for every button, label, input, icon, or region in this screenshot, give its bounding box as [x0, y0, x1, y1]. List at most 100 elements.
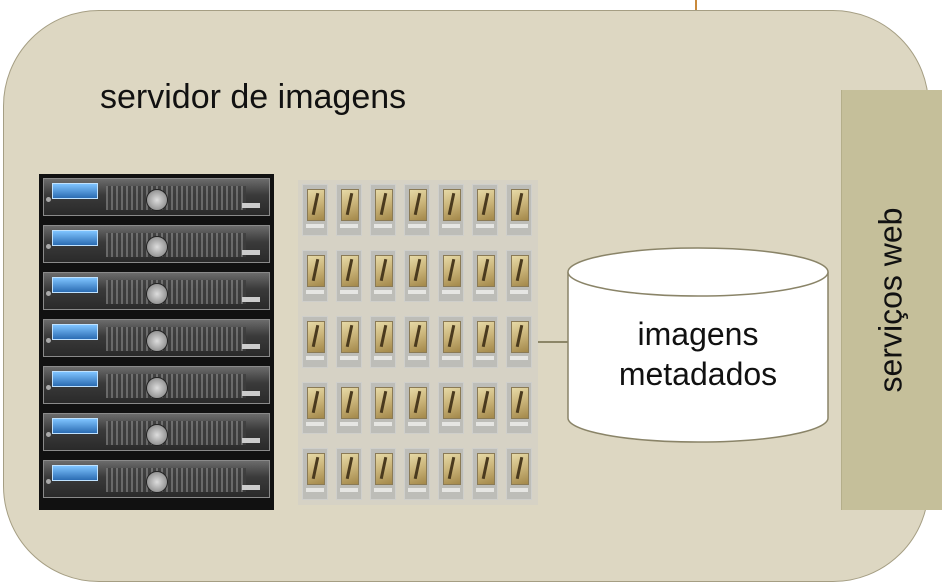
- server-unit-bezel: [52, 371, 98, 387]
- specimen-sheet: [443, 255, 461, 287]
- specimen-sheet: [375, 189, 393, 221]
- thumbnail-caption: [374, 356, 392, 360]
- specimen-sheet: [307, 255, 325, 287]
- specimen-sheet: [307, 189, 325, 221]
- thumbnail-caption: [306, 488, 324, 492]
- specimen-sheet: [375, 255, 393, 287]
- server-unit-screw: [46, 197, 51, 202]
- specimen-thumbnail: [472, 250, 498, 302]
- server-unit-knob: [146, 330, 168, 352]
- specimen-sheet: [341, 255, 359, 287]
- specimen-thumbnail: [438, 382, 464, 434]
- thumbnail-caption: [408, 422, 426, 426]
- server-unit-vent: [106, 280, 246, 304]
- specimen-thumbnail: [302, 448, 328, 500]
- thumbnail-caption: [510, 488, 528, 492]
- specimen-thumbnail: [302, 316, 328, 368]
- specimen-sheet: [511, 189, 529, 221]
- specimen-thumbnail: [404, 316, 430, 368]
- thumbnail-caption: [476, 356, 494, 360]
- specimen-thumbnail: [336, 316, 362, 368]
- server-unit-bezel: [52, 277, 98, 293]
- server-unit-bezel: [52, 465, 98, 481]
- specimen-sheet: [477, 321, 495, 353]
- image-server-title: servidor de imagens: [100, 78, 407, 116]
- specimen-sheet: [307, 321, 325, 353]
- specimen-sheet: [307, 387, 325, 419]
- server-unit-knob: [146, 189, 168, 211]
- thumbnail-caption: [340, 290, 358, 294]
- thumbnail-caption: [442, 488, 460, 492]
- thumbnail-caption: [442, 422, 460, 426]
- server-unit: [43, 460, 270, 498]
- specimen-thumbnail: [302, 250, 328, 302]
- specimen-sheet: [375, 387, 393, 419]
- server-unit-led: [242, 485, 260, 490]
- specimen-sheet: [511, 387, 529, 419]
- thumbnail-caption: [374, 488, 392, 492]
- specimen-thumbnail: [506, 250, 532, 302]
- thumbnail-caption: [306, 224, 324, 228]
- specimen-sheet: [443, 321, 461, 353]
- specimen-sheet: [477, 387, 495, 419]
- server-unit-led: [242, 297, 260, 302]
- specimen-sheet: [477, 255, 495, 287]
- specimen-thumbnail: [370, 250, 396, 302]
- server-unit: [43, 225, 270, 263]
- web-services-label: serviços web: [872, 207, 909, 393]
- server-unit-screw: [46, 432, 51, 437]
- specimen-thumbnail: [404, 250, 430, 302]
- thumbnail-caption: [340, 224, 358, 228]
- specimen-thumbnail: [302, 382, 328, 434]
- database-label-line1: imagens: [637, 316, 759, 352]
- server-unit-led: [242, 203, 260, 208]
- specimen-sheet: [443, 387, 461, 419]
- specimen-sheet: [409, 387, 427, 419]
- specimen-thumbnail: [404, 184, 430, 236]
- connector-line-thumbs-db: [538, 341, 570, 343]
- specimen-thumbnail: [472, 184, 498, 236]
- specimen-sheet: [409, 321, 427, 353]
- specimen-sheet: [341, 453, 359, 485]
- thumbnail-caption: [476, 488, 494, 492]
- server-unit-vent: [106, 233, 246, 257]
- specimen-sheet: [443, 453, 461, 485]
- specimen-thumbnail: [370, 184, 396, 236]
- server-unit-bezel: [52, 183, 98, 199]
- specimen-thumbnail: [302, 184, 328, 236]
- server-unit-knob: [146, 471, 168, 493]
- thumbnail-caption: [510, 224, 528, 228]
- server-unit-led: [242, 438, 260, 443]
- server-unit: [43, 366, 270, 404]
- server-unit-vent: [106, 468, 246, 492]
- specimen-sheet: [511, 255, 529, 287]
- specimen-thumbnail: [506, 382, 532, 434]
- specimen-thumbnail: [438, 250, 464, 302]
- specimen-thumbnail: [472, 316, 498, 368]
- specimen-thumbnail: [336, 184, 362, 236]
- thumbnail-caption: [408, 224, 426, 228]
- specimen-sheet: [511, 453, 529, 485]
- server-unit-bezel: [52, 230, 98, 246]
- specimen-sheet: [341, 387, 359, 419]
- server-unit-screw: [46, 385, 51, 390]
- server-unit-vent: [106, 186, 246, 210]
- server-unit-knob: [146, 236, 168, 258]
- specimen-sheet: [511, 321, 529, 353]
- server-unit-led: [242, 391, 260, 396]
- server-unit-screw: [46, 291, 51, 296]
- server-unit-screw: [46, 479, 51, 484]
- thumbnail-caption: [306, 290, 324, 294]
- database-label-line2: metadados: [618, 356, 778, 392]
- specimen-thumbnail: [336, 382, 362, 434]
- specimen-thumbnail: [404, 448, 430, 500]
- server-unit-vent: [106, 421, 246, 445]
- thumbnail-caption: [510, 290, 528, 294]
- specimen-thumbnail: [506, 184, 532, 236]
- server-unit-bezel: [52, 418, 98, 434]
- thumbnail-caption: [374, 224, 392, 228]
- server-unit-vent: [106, 327, 246, 351]
- thumbnail-caption: [306, 422, 324, 426]
- specimen-thumbnail: [370, 448, 396, 500]
